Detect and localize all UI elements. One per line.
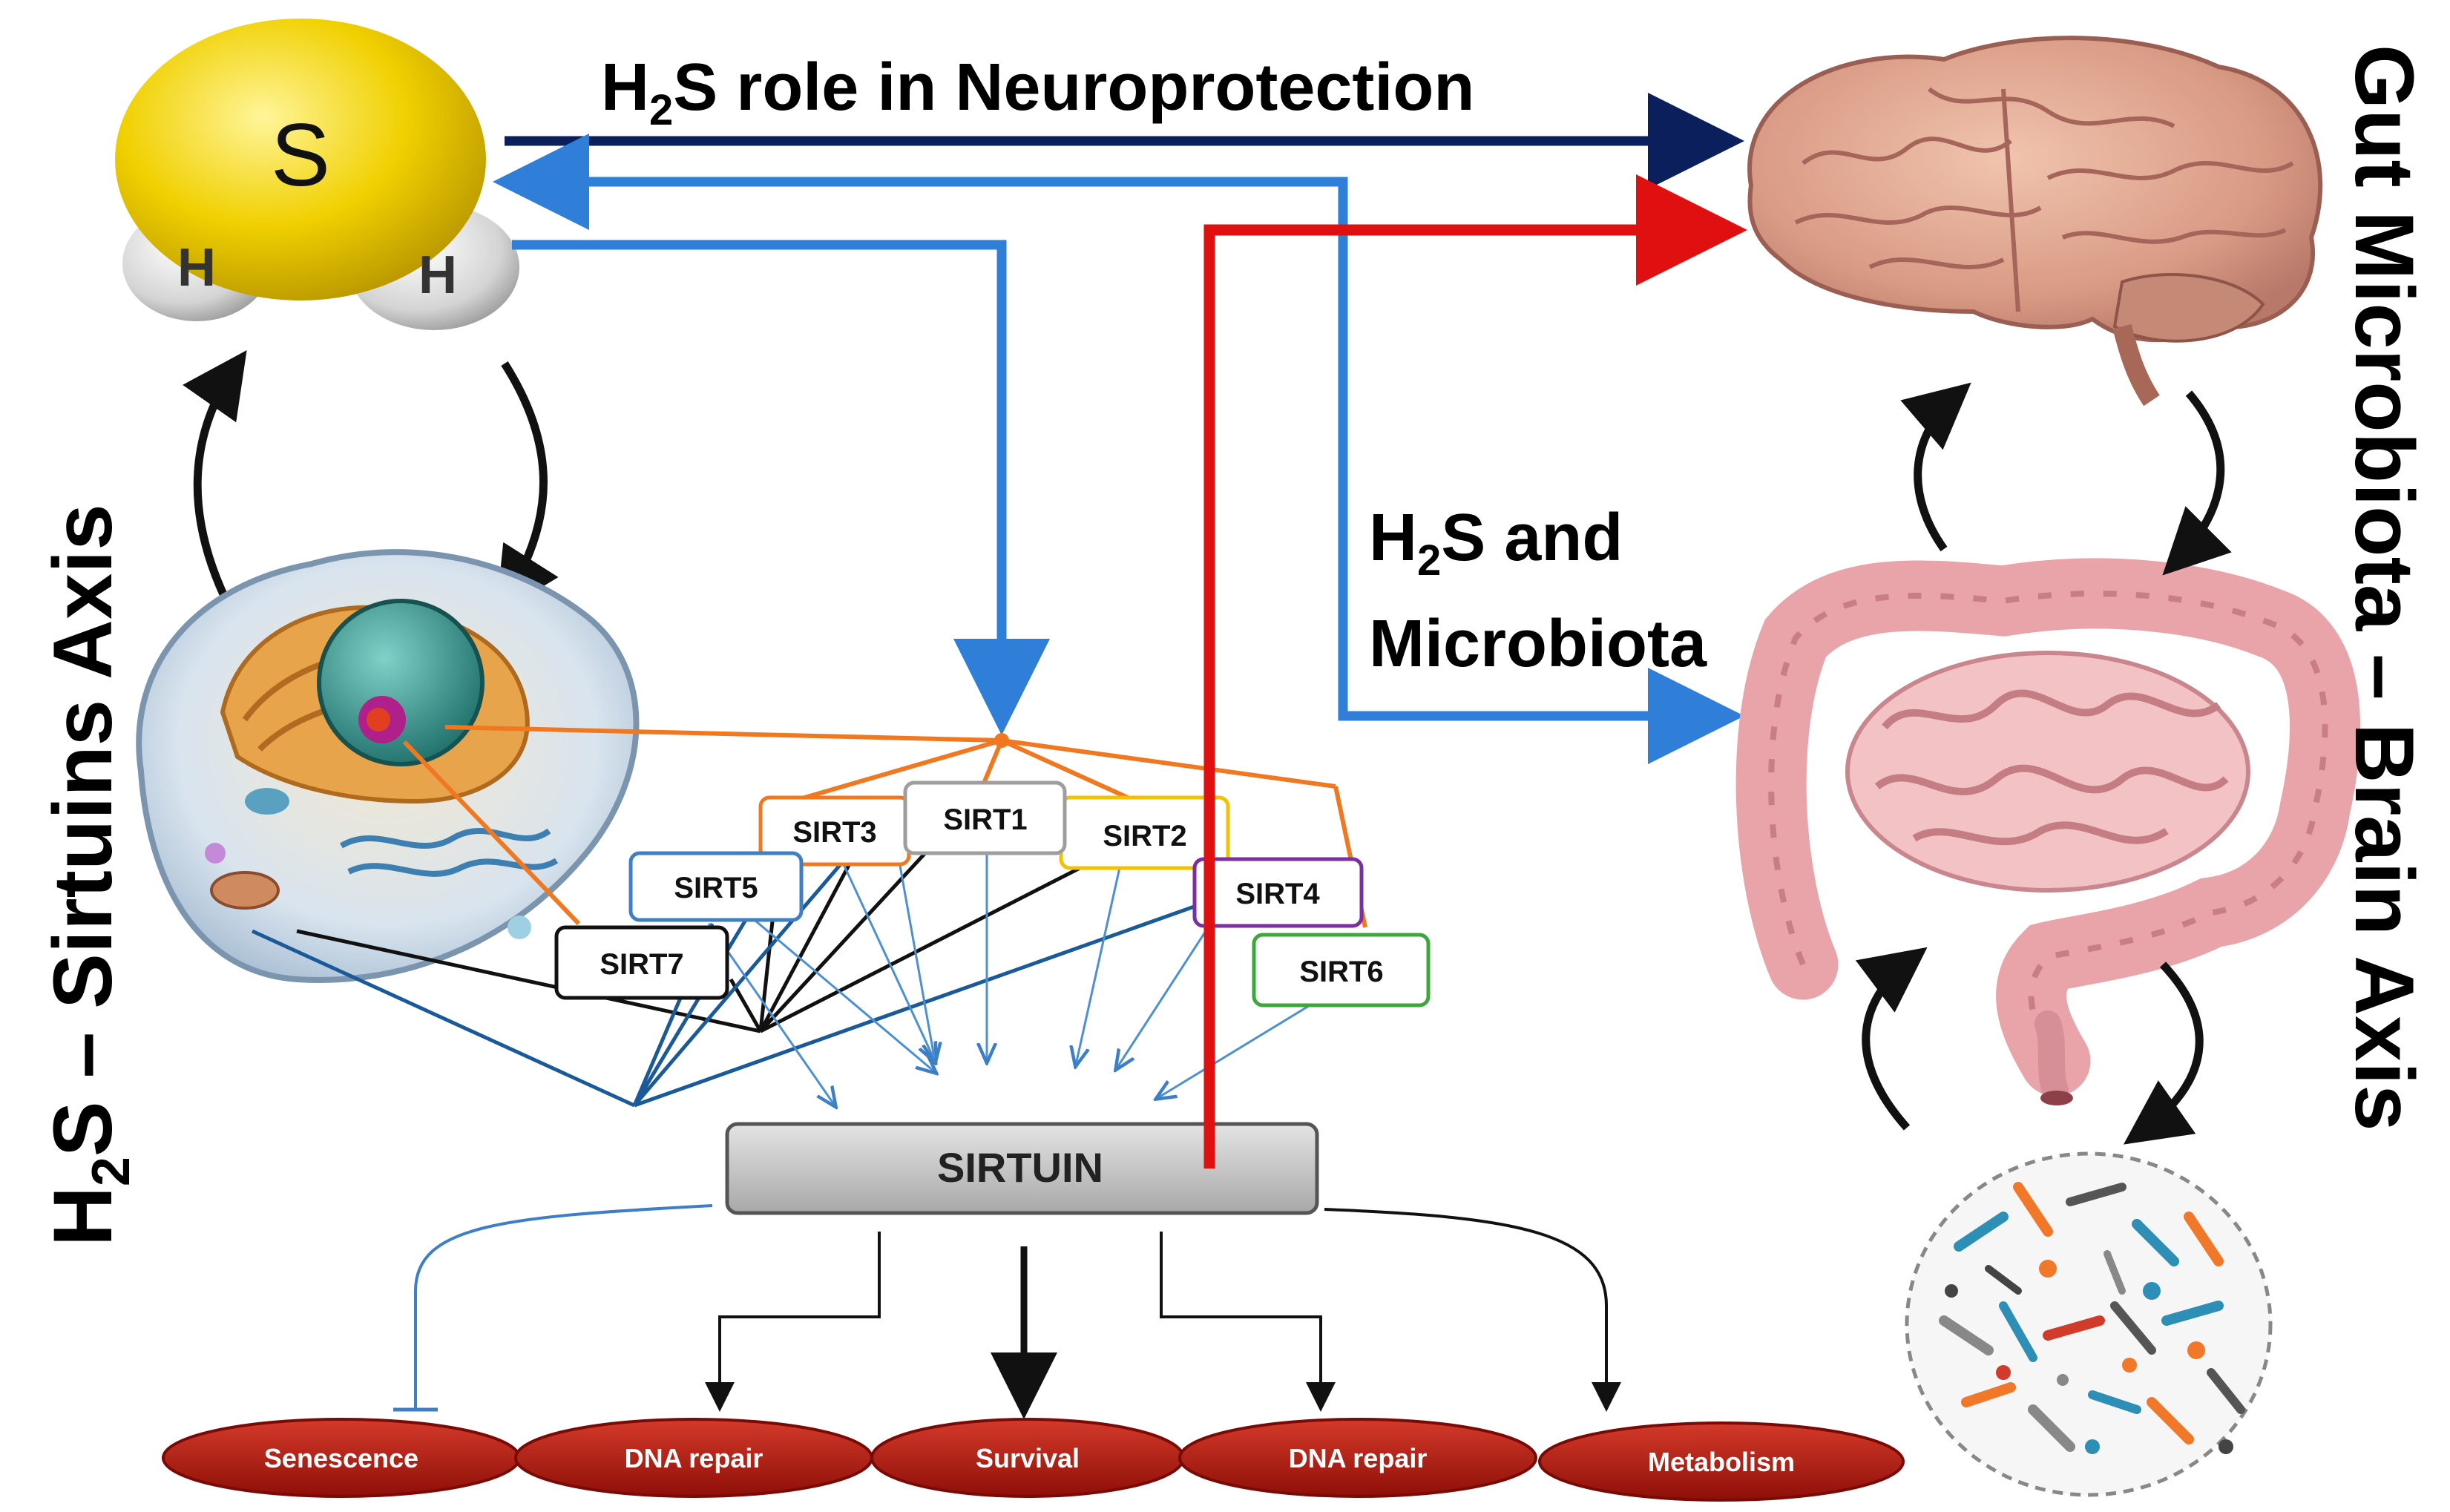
outcome-survival-label: Survival [976, 1443, 1080, 1473]
right-axis-label: Gut Microbiota – Brain Axis [2338, 45, 2431, 1131]
outcome-dna-repair-1-label: DNA repair [625, 1443, 763, 1473]
sirt5-box: SIRT5 [628, 851, 804, 922]
sulfur-atom [115, 19, 486, 300]
outcome-survival: Survival [870, 1418, 1185, 1498]
sirt2-box: SIRT2 [1059, 795, 1230, 870]
hydrogen-right-symbol: H [418, 246, 457, 305]
orange-branch-node [994, 733, 1009, 748]
outcome-connectors [393, 1204, 1621, 1419]
hydrogen-left-symbol: H [177, 238, 216, 298]
gut-intestine-icon [1735, 558, 2361, 1105]
sirt3-label: SIRT3 [792, 816, 876, 849]
sirt3-box: SIRT3 [758, 795, 911, 867]
cycle-arrow-gut-to-brain [1900, 382, 1971, 552]
outcome-dna-repair-2-label: DNA repair [1289, 1443, 1428, 1473]
cycle-arrow-microbiota-to-gut [1855, 947, 1928, 1131]
sirtuin-connectors [251, 725, 1367, 1105]
cell-organelle-icon [136, 549, 640, 983]
cycle-arrow-gut-to-microbiota [2123, 962, 2204, 1145]
h2s-to-sirtuins-arrow [512, 240, 1050, 735]
sirt4-box: SIRT4 [1192, 857, 1364, 928]
sirt-boxes: SIRT3 SIRT2 SIRT1 SIRT5 SIRT4 SIRT7 SIRT… [554, 780, 1431, 1008]
outcome-senescence: Senescence [162, 1418, 521, 1498]
sirt7-box: SIRT7 [554, 925, 729, 1000]
sirt6-box: SIRT6 [1252, 933, 1431, 1008]
sirt1-label: SIRT1 [943, 803, 1027, 836]
left-axis-label: H2S – Sirtuins Axis [36, 504, 141, 1246]
brain-icon [1747, 36, 2323, 407]
cycle-arrows [183, 349, 2232, 1145]
outcome-senescence-label: Senescence [264, 1443, 418, 1473]
sirt6-label: SIRT6 [1299, 956, 1383, 988]
sirtuin-to-brain-arrow [1203, 174, 1747, 1168]
sirtuin-box: SIRTUIN [725, 1122, 1319, 1215]
outcome-row: Senescence DNA repair Survival DNA repai… [162, 1418, 1905, 1502]
microbiota-cluster-icon [1905, 1151, 2273, 1497]
outcome-metabolism: Metabolism [1538, 1421, 1905, 1502]
cycle-arrow-h2s-to-cell [496, 361, 559, 615]
cycle-arrow-brain-to-gut [2162, 390, 2232, 576]
outcome-metabolism-label: Metabolism [1648, 1447, 1795, 1477]
h2s-molecule-icon: S H H [115, 19, 519, 330]
outcome-dna-repair-2: DNA repair [1178, 1418, 1537, 1498]
outcome-dna-repair-1: DNA repair [514, 1418, 873, 1498]
microbiota-label-line2: Microbiota [1369, 607, 1707, 681]
sirt7-label: SIRT7 [600, 948, 683, 981]
microbiota-label-line1: H2S and [1369, 501, 1623, 585]
sirt4-label: SIRT4 [1235, 878, 1320, 910]
cycle-arrow-cell-to-h2s [183, 349, 247, 611]
sulfur-symbol: S [271, 105, 330, 205]
neuroprotection-label: H2S role in Neuroprotection [601, 50, 1474, 134]
sirt5-label: SIRT5 [674, 872, 758, 904]
sirtuin-label: SIRTUIN [937, 1144, 1103, 1191]
sirt2-label: SIRT2 [1103, 820, 1186, 852]
sirt1-box: SIRT1 [903, 780, 1067, 855]
